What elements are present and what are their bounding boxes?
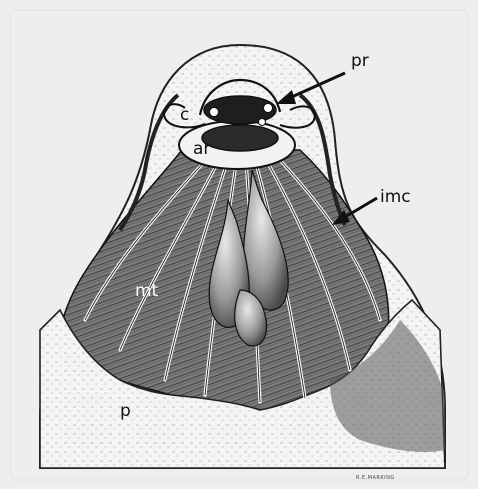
label-mt: mt [135, 283, 158, 300]
pore-left [210, 108, 219, 117]
label-c: c [180, 107, 189, 124]
label-p: p [120, 403, 131, 420]
apical-ring-opening [202, 125, 278, 151]
pore-lower-right [259, 119, 266, 126]
label-pr: pr [351, 53, 369, 70]
artist-signature: R.E.MARKING [356, 475, 395, 481]
pore-right [264, 104, 273, 113]
label-ar: ar [193, 141, 210, 158]
label-imc: imc [380, 189, 411, 206]
